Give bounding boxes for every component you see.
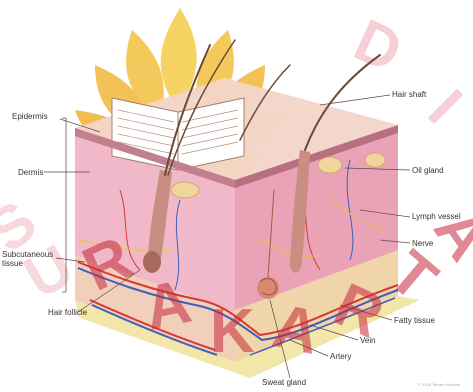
label-hair-follicle: Hair follicle — [48, 308, 87, 317]
svg-text:D: D — [345, 6, 413, 85]
svg-text:I: I — [416, 77, 473, 136]
label-oil-gland: Oil gland — [412, 166, 444, 175]
label-fatty-tissue: Fatty tissue — [394, 316, 435, 325]
label-hair-shaft: Hair shaft — [392, 90, 426, 99]
image-credit: © 2005 Terese Winslow — [418, 382, 460, 387]
label-sweat-gland: Sweat gland — [262, 378, 306, 387]
label-vein: Vein — [360, 336, 376, 345]
label-lymph-vessel: Lymph vessel — [412, 212, 461, 221]
label-nerve: Nerve — [412, 239, 433, 248]
label-epidermis: Epidermis — [12, 112, 48, 121]
label-artery: Artery — [330, 352, 351, 361]
label-dermis: Dermis — [18, 168, 43, 177]
label-subcutaneous-tissue: Subcutaneous tissue — [2, 250, 50, 268]
svg-text:K: K — [210, 297, 255, 366]
